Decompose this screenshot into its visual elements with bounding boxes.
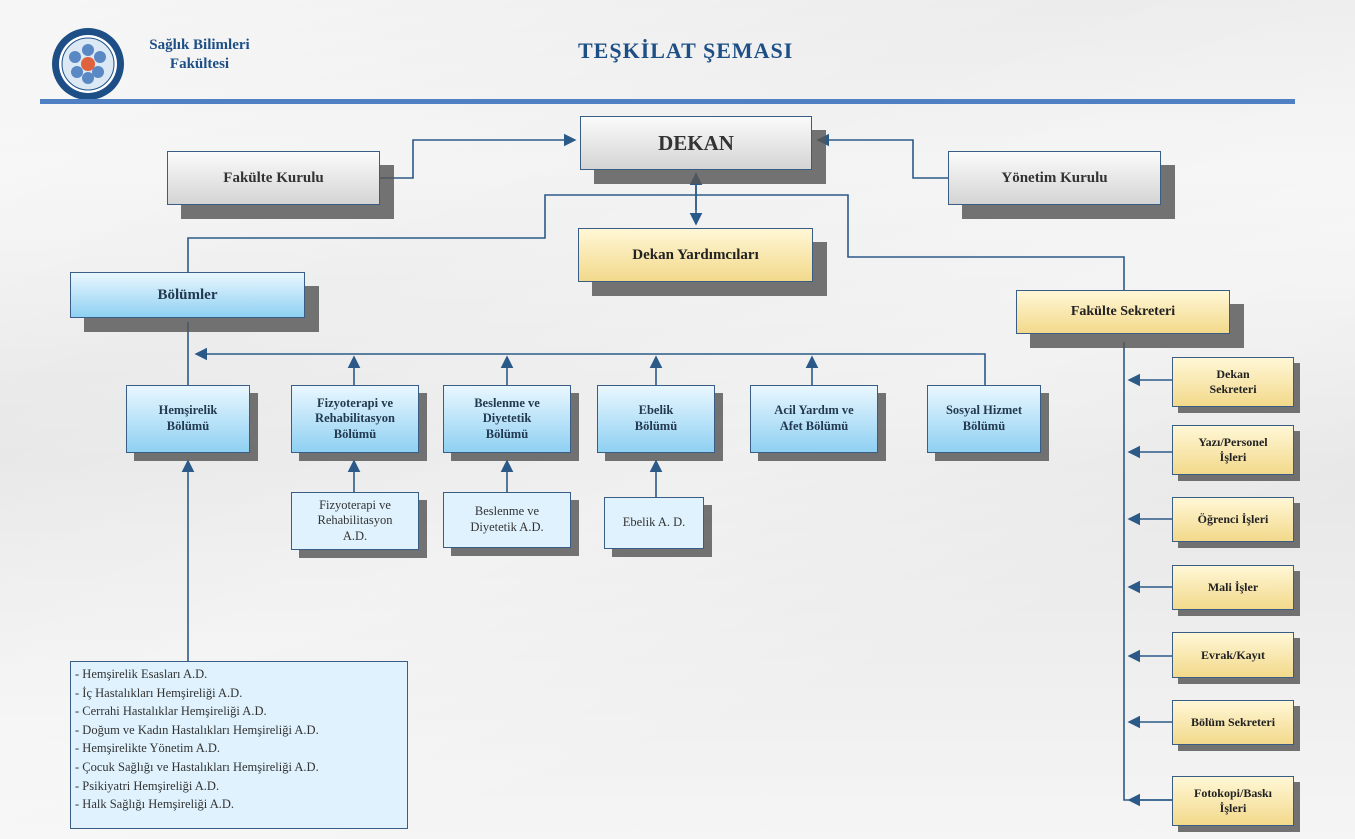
- box-text-line: Hemşirelik: [158, 403, 218, 418]
- secretariat-box-4: Mali İşler: [1172, 565, 1294, 610]
- box-text-line: A.D.: [342, 528, 368, 543]
- bolumler-box-label: Bölümler: [157, 286, 218, 303]
- faculty-name-line1: Sağlık Bilimleri: [149, 37, 250, 53]
- dekan-box: DEKAN: [580, 116, 812, 170]
- box-text-line: Bölümü: [333, 426, 377, 441]
- list-item: - Halk Sağlığı Hemşireliği A.D.: [75, 797, 235, 812]
- box-text-line: Rehabilitasyon: [315, 411, 395, 426]
- box-text-line: Bölümü: [166, 419, 210, 433]
- secretariat-box-6-label: Bölüm Sekreteri: [1191, 715, 1275, 730]
- box-text-line: Fizyoterapi ve: [319, 497, 391, 512]
- list-item: - Hemşirelik Esasları A.D.: [75, 667, 208, 681]
- fakulte-kurulu-box-label: Fakülte Kurulu: [223, 169, 324, 186]
- box-text-line: Öğrenci İşleri: [1197, 512, 1269, 526]
- box-text-line: Ebelik: [638, 403, 674, 418]
- yonetim-kurulu-box: Yönetim Kurulu: [948, 151, 1161, 205]
- link-departments-bus: [194, 347, 986, 385]
- dekan-yardimcilari-box-label: Dekan Yardımcıları: [632, 246, 759, 263]
- box-text-line: Afet Bölümü: [779, 419, 849, 433]
- list-item: - Doğum ve Kadın Hastalıkları Hemşireliğ…: [75, 722, 319, 737]
- box-text-line: Bölümü: [962, 419, 1006, 433]
- box-text-line: İşleri: [1219, 450, 1247, 464]
- box-text-line: Beslenme ve: [474, 395, 540, 410]
- box-text-line: Evrak/Kayıt: [1200, 647, 1265, 662]
- fakulte-sekreteri-box-label: Fakülte Sekreteri: [1070, 304, 1176, 320]
- sub-unit-box-3: Ebelik A. D.: [604, 497, 704, 549]
- box-text-line: Fotokopi/Baskı: [1193, 786, 1273, 800]
- list-item: - Çocuk Sağlığı ve Hastalıkları Hemşirel…: [75, 759, 319, 774]
- list-item: - Hemşirelikte Yönetim A.D.: [75, 741, 220, 756]
- secretariat-box-5-label: Evrak/Kayıt: [1201, 648, 1265, 663]
- box-text-line: Dekan: [1216, 367, 1250, 381]
- dekan-box-label: DEKAN: [658, 130, 734, 155]
- secretariat-box-3-label: Öğrenci İşleri: [1198, 512, 1269, 527]
- faculty-name: Sağlık Bilimleri Fakültesi: [132, 36, 267, 74]
- faculty-name-line2: Fakültesi: [169, 56, 230, 72]
- fakulte-sekreteri-box: Fakülte Sekreteri: [1016, 290, 1230, 334]
- box-text-line: Bölümü: [485, 426, 529, 441]
- list-item: - İç Hastalıkları Hemşireliği A.D.: [75, 685, 243, 700]
- list-item: - Cerrahi Hastalıklar Hemşireliği A.D.: [75, 704, 267, 719]
- dekan-yardimcilari-box: Dekan Yardımcıları: [578, 228, 813, 282]
- box-text-line: Fizyoterapi ve: [316, 395, 393, 410]
- page-title: TEŞKİLAT ŞEMASI: [578, 38, 794, 63]
- header-divider: [40, 99, 1295, 104]
- link-fakulte-kurulu-dekan: [380, 133, 577, 179]
- secretariat-box-3: Öğrenci İşleri: [1172, 497, 1294, 542]
- box-text-line: Rehabilitasyon: [317, 513, 393, 528]
- box-text-line: Acil Yardım ve: [774, 403, 854, 418]
- fakulte-kurulu-box: Fakülte Kurulu: [167, 151, 380, 205]
- hemsirelik-ad-list: - Hemşirelik Esasları A.D. - İç Hastalık…: [70, 661, 408, 829]
- box-text-line: Ebelik A. D.: [622, 515, 686, 530]
- box-text-line: Mali İşler: [1207, 580, 1259, 594]
- box-text-line: Bölümü: [634, 419, 678, 433]
- link-sekreter-units: [1123, 342, 1172, 801]
- link-dekan-units: [187, 194, 1125, 290]
- secretariat-box-6: Bölüm Sekreteri: [1172, 700, 1294, 745]
- link-yonetim-kurulu-dekan: [816, 133, 948, 179]
- box-text-line: İşleri: [1219, 801, 1247, 815]
- university-logo-icon: [52, 28, 124, 100]
- list-item: - Psikiyatri Hemşireliği A.D.: [75, 778, 220, 793]
- yonetim-kurulu-box-label: Yönetim Kurulu: [1001, 169, 1108, 186]
- box-text-line: Sosyal Hizmet: [945, 403, 1023, 418]
- secretariat-box-4-label: Mali İşler: [1208, 580, 1258, 595]
- box-text-line: Diyetetik: [482, 411, 532, 426]
- box-text-line: Beslenme ve: [474, 504, 540, 519]
- secretariat-box-5: Evrak/Kayıt: [1172, 632, 1294, 678]
- box-text-line: Yazı/Personel: [1198, 435, 1268, 449]
- box-text-line: Bölüm Sekreteri: [1190, 715, 1276, 729]
- sub-unit-box-3-label: Ebelik A. D.: [623, 515, 686, 531]
- box-text-line: Sekreteri: [1209, 382, 1257, 396]
- bolumler-box: Bölümler: [70, 272, 305, 318]
- box-text-line: Diyetetik A.D.: [470, 520, 544, 534]
